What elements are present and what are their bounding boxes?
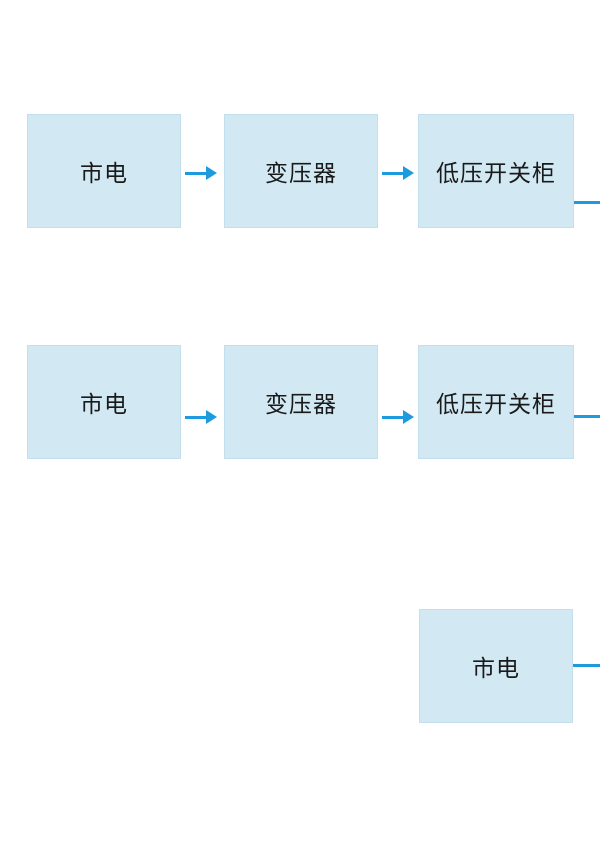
arrow-head xyxy=(206,166,217,180)
arrow-right-icon xyxy=(382,166,414,180)
connector-line-offscreen-row3 xyxy=(573,664,600,667)
arrow-right-icon xyxy=(185,166,217,180)
node-mains-power-row3: 市电 xyxy=(419,609,573,723)
node-label: 市电 xyxy=(472,655,520,681)
arrow-head xyxy=(403,410,414,424)
node-label: 变压器 xyxy=(265,160,337,186)
node-lv-switchgear-row1: 低压开关柜 xyxy=(418,114,574,228)
node-mains-power-row2: 市电 xyxy=(27,345,181,459)
arrow-shaft xyxy=(185,415,208,419)
node-lv-switchgear-row2: 低压开关柜 xyxy=(418,345,574,459)
arrow-right-icon xyxy=(185,410,217,424)
arrow-shaft xyxy=(382,415,405,419)
node-label: 低压开关柜 xyxy=(436,391,556,417)
node-transformer-row2: 变压器 xyxy=(224,345,378,459)
arrow-head xyxy=(206,410,217,424)
connector-line-offscreen-row1 xyxy=(574,201,600,204)
arrow-right-icon xyxy=(382,410,414,424)
node-label: 市电 xyxy=(80,160,128,186)
node-label: 变压器 xyxy=(265,391,337,417)
arrow-shaft xyxy=(382,171,405,175)
node-mains-power-row1: 市电 xyxy=(27,114,181,228)
arrow-shaft xyxy=(185,171,208,175)
connector-line-offscreen-row2 xyxy=(574,415,600,418)
arrow-head xyxy=(403,166,414,180)
node-transformer-row1: 变压器 xyxy=(224,114,378,228)
node-label: 市电 xyxy=(80,391,128,417)
node-label: 低压开关柜 xyxy=(436,160,556,186)
